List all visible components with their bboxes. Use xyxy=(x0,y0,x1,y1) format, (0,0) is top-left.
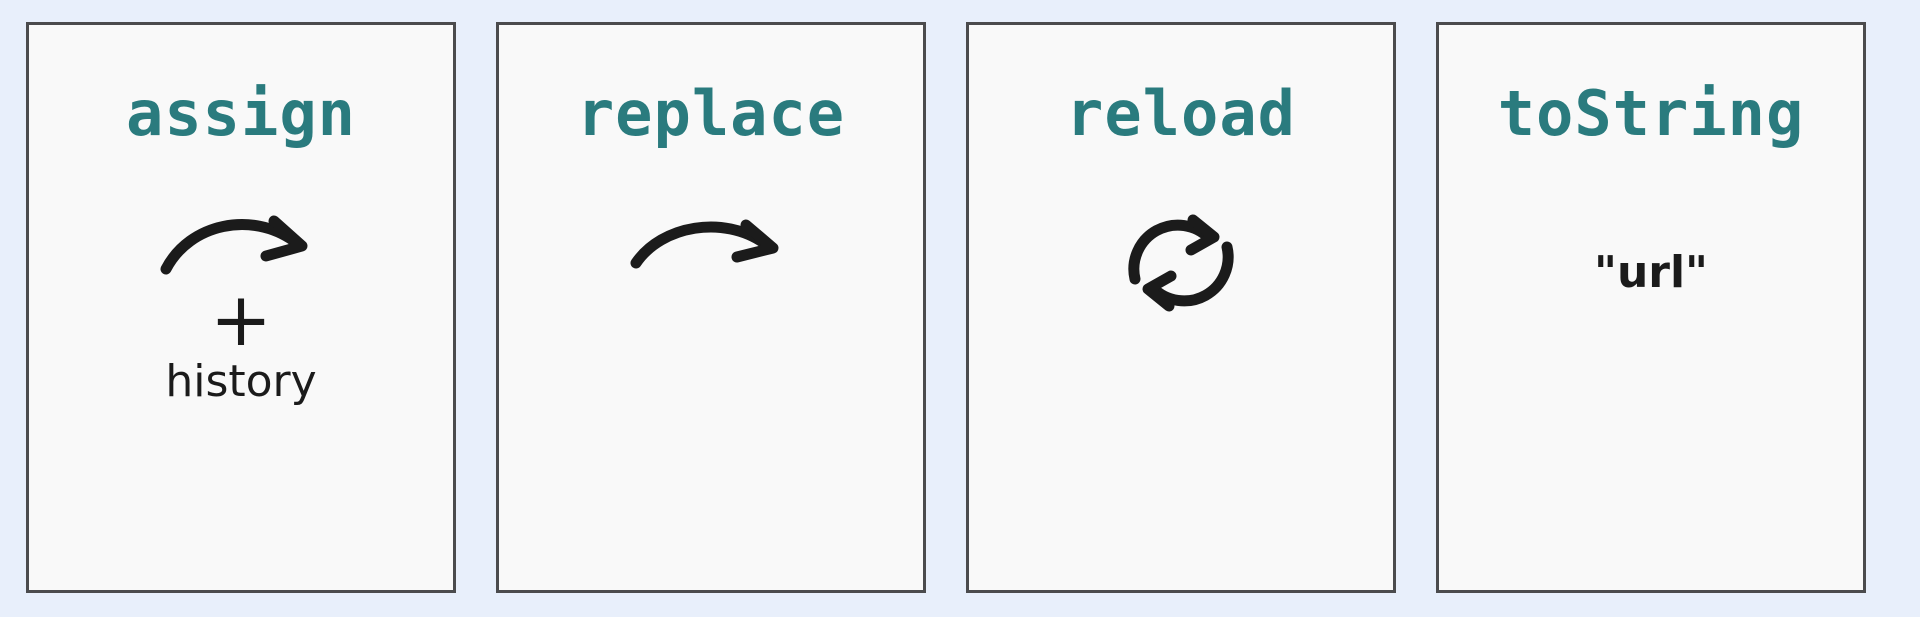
card-tostring[interactable]: toString "url" xyxy=(1436,22,1866,593)
card-title: reload xyxy=(1066,77,1296,150)
card-string-value: "url" xyxy=(1594,247,1708,298)
card-body: "url" xyxy=(1439,145,1863,590)
card-title: assign xyxy=(126,77,356,150)
card-title: replace xyxy=(576,77,846,150)
curved-arrow-right-icon xyxy=(156,203,326,281)
card-body xyxy=(499,145,923,590)
card-title: toString xyxy=(1497,77,1805,150)
card-replace[interactable]: replace xyxy=(496,22,926,593)
card-assign[interactable]: assign + history xyxy=(26,22,456,593)
circular-refresh-icon xyxy=(1121,203,1241,323)
card-body xyxy=(969,145,1393,590)
card-sub-label: history xyxy=(165,355,317,407)
card-reload[interactable]: reload xyxy=(966,22,1396,593)
curved-arrow-right-icon xyxy=(626,203,796,281)
card-body: + history xyxy=(29,145,453,590)
plus-sign: + xyxy=(209,277,272,363)
